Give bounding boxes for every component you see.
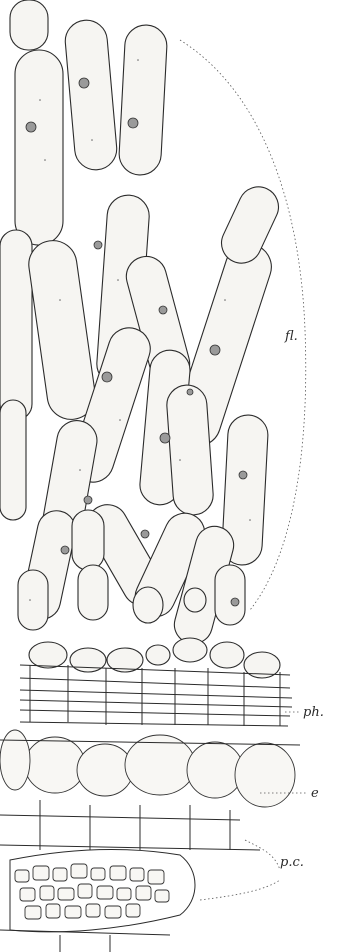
filament-cells	[0, 0, 285, 648]
pc-leader-lower	[200, 880, 280, 900]
label-ph: ph.	[303, 705, 324, 720]
label-fl: fl.	[284, 329, 298, 344]
thick-walled-cells	[15, 864, 169, 919]
label-pc: p.c.	[280, 855, 304, 870]
basal-cell-row	[29, 638, 280, 678]
e-layer	[0, 730, 300, 807]
label-e: e	[311, 786, 319, 801]
pc-layer	[0, 800, 260, 952]
pc-leader	[245, 840, 280, 870]
